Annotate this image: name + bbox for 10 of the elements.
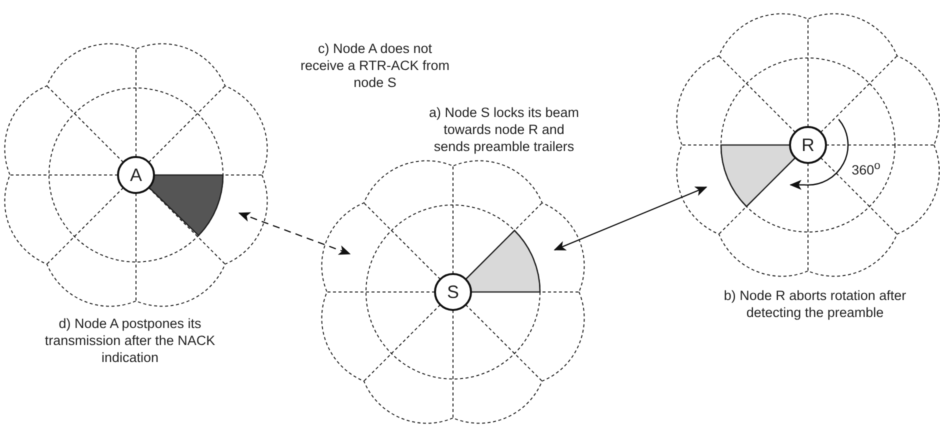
annotation-text: d) Node A postpones its transmission after the NACK indication <box>44 315 216 366</box>
annotation-text: b) Node R aborts rotation after detecting the preamble <box>722 287 908 321</box>
node-circle: S <box>434 273 472 311</box>
node-circle: A <box>117 156 155 194</box>
arrow <box>554 186 708 250</box>
node-circle: R <box>789 126 827 164</box>
arrow <box>238 212 351 255</box>
annotation-text: a) Node S locks its beam towards node R and sends preamble trailers <box>428 104 580 155</box>
annotation-text: c) Node A does not receive a RTR-ACK from node S <box>300 40 450 91</box>
angle-label: 360$^{o}$ <box>850 159 882 178</box>
